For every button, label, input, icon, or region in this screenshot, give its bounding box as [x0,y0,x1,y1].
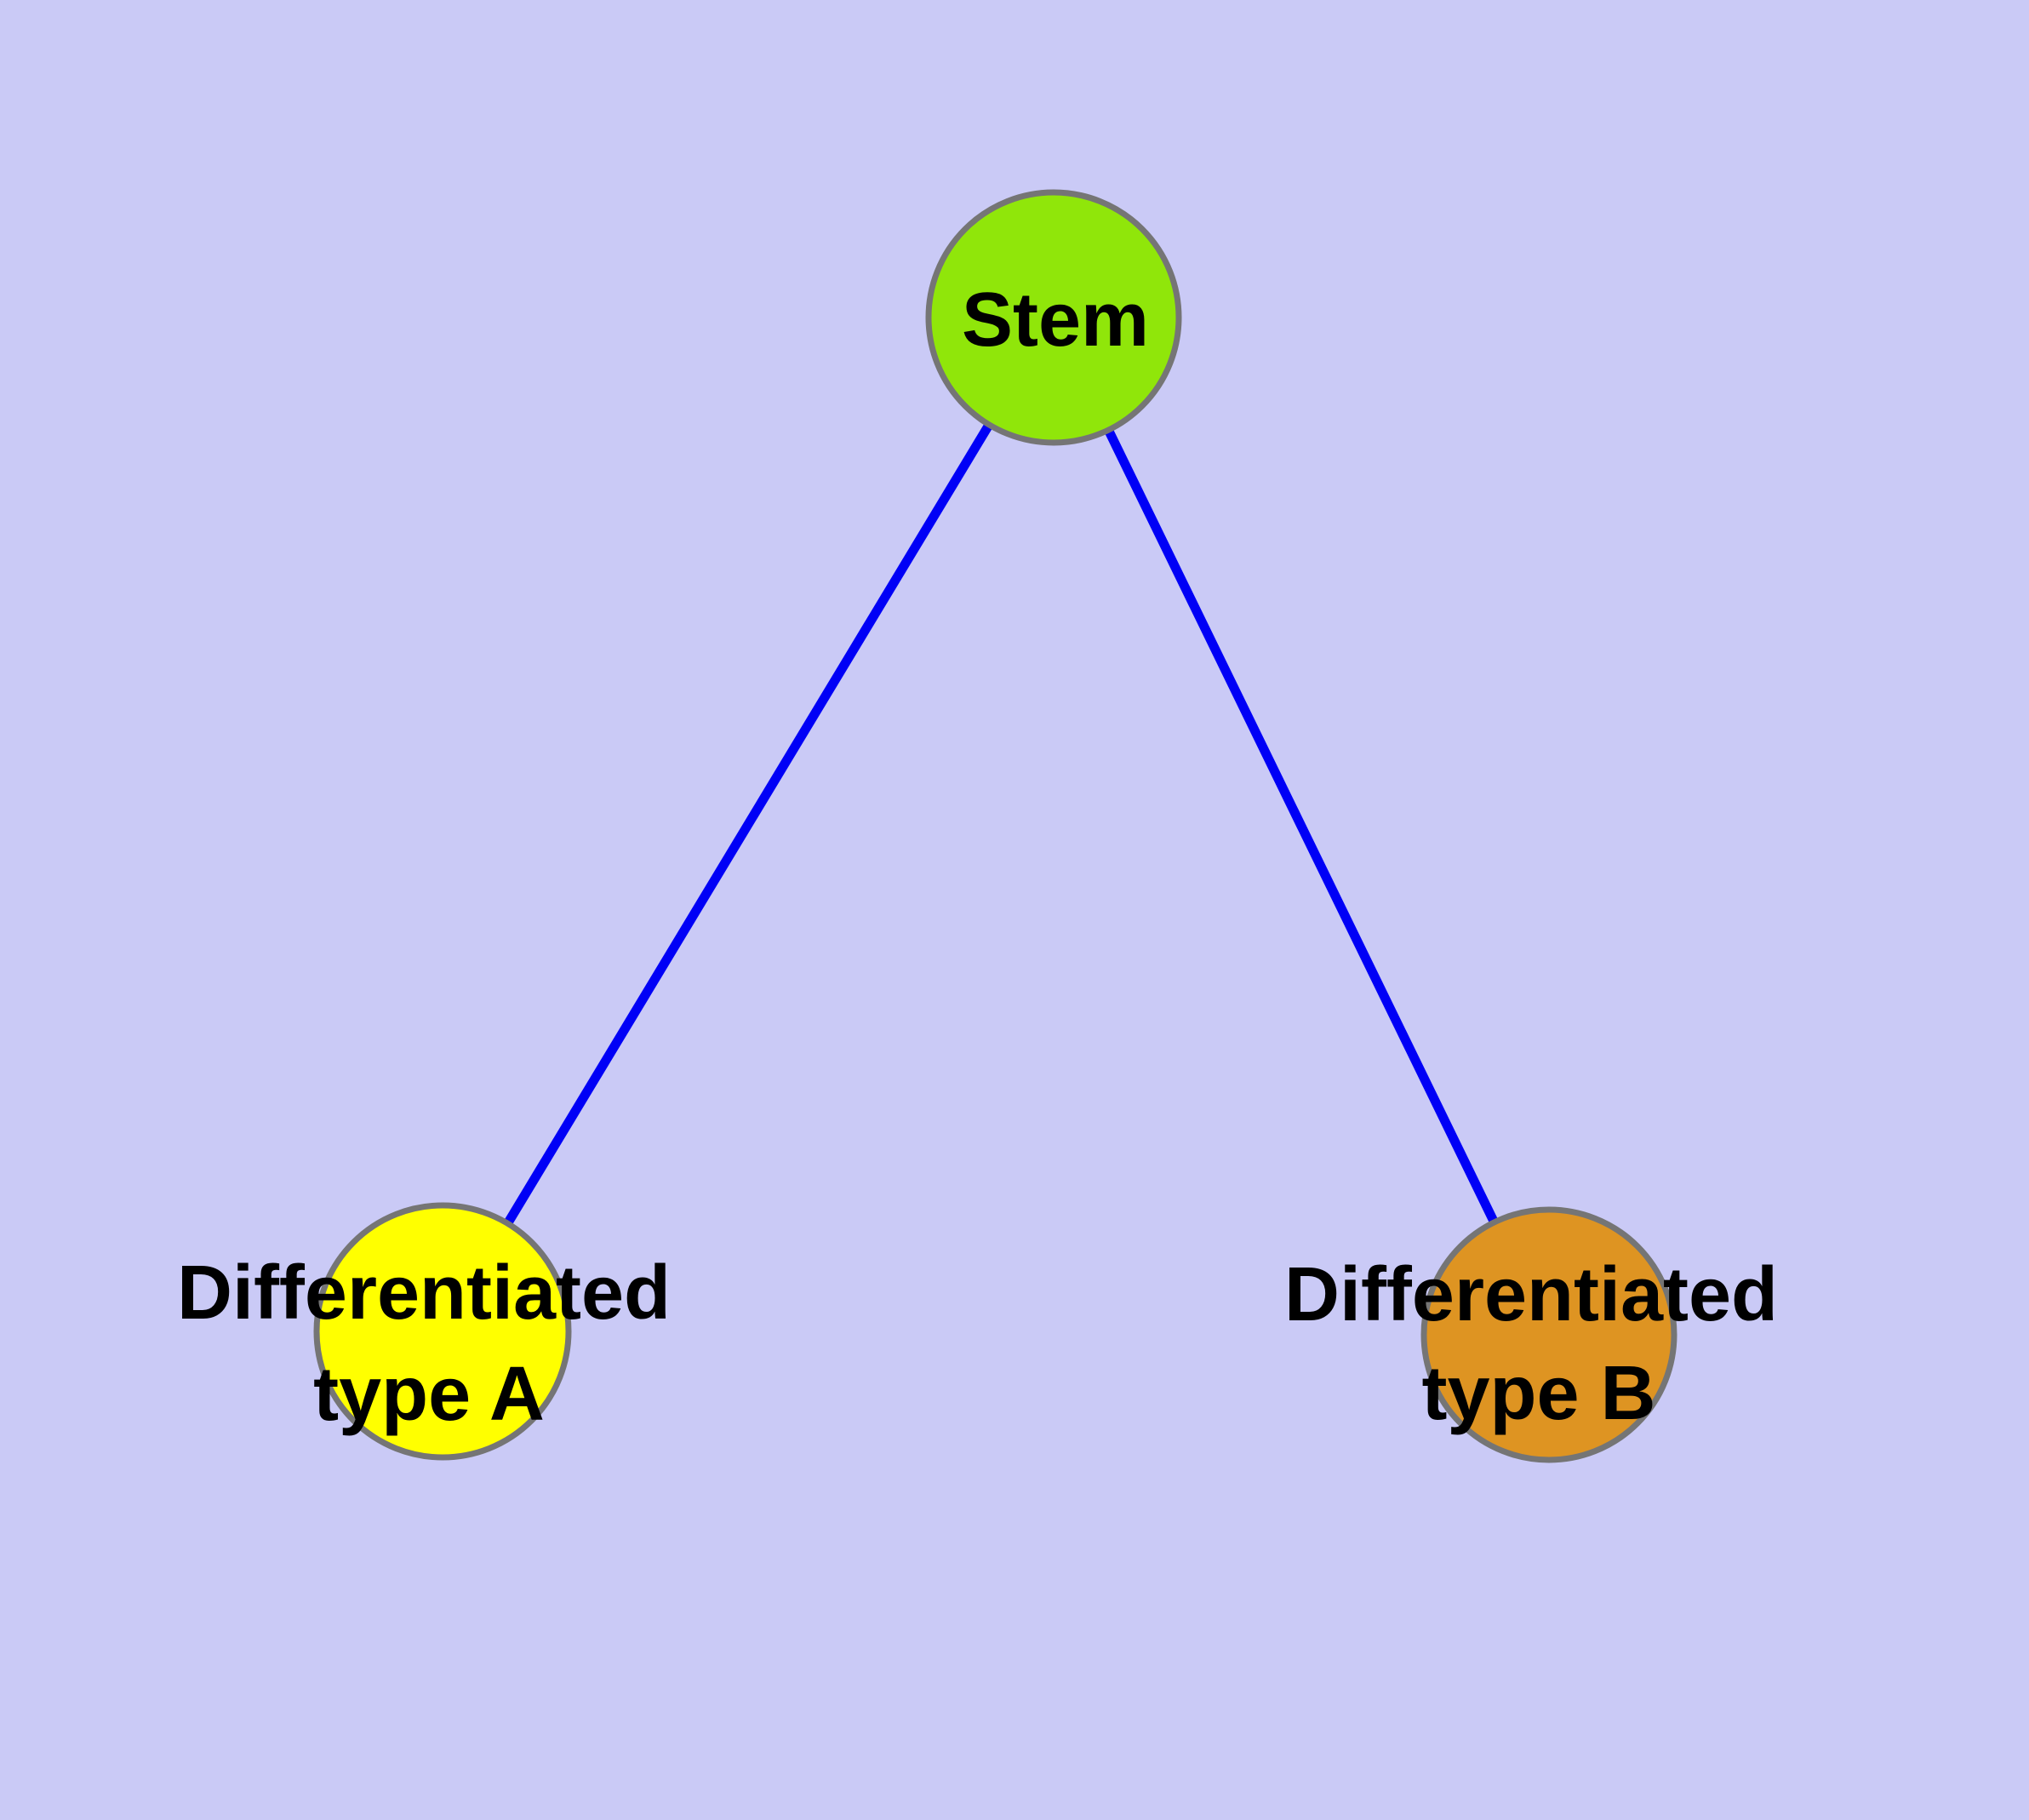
node-differentiated-type-a-label-line1: Differentiated [177,1251,671,1336]
edge-stem-to-type-a [438,315,1058,1334]
node-differentiated-type-b: Differentiated type B [1284,1206,1778,1463]
node-differentiated-type-b-label-line1: Differentiated [1284,1252,1778,1337]
edge-stem-to-type-b [1049,315,1553,1337]
node-differentiated-type-b-label-line2: type B [1421,1351,1655,1436]
node-differentiated-type-a-circle [313,1202,572,1461]
node-differentiated-type-a-label-line2: type A [313,1352,545,1437]
node-stem-circle [925,189,1182,446]
node-differentiated-type-a: Differentiated type A [177,1202,671,1461]
node-stem: Stem [925,189,1182,446]
node-stem-label: Stem [962,278,1149,363]
node-differentiated-type-b-circle [1420,1206,1677,1463]
